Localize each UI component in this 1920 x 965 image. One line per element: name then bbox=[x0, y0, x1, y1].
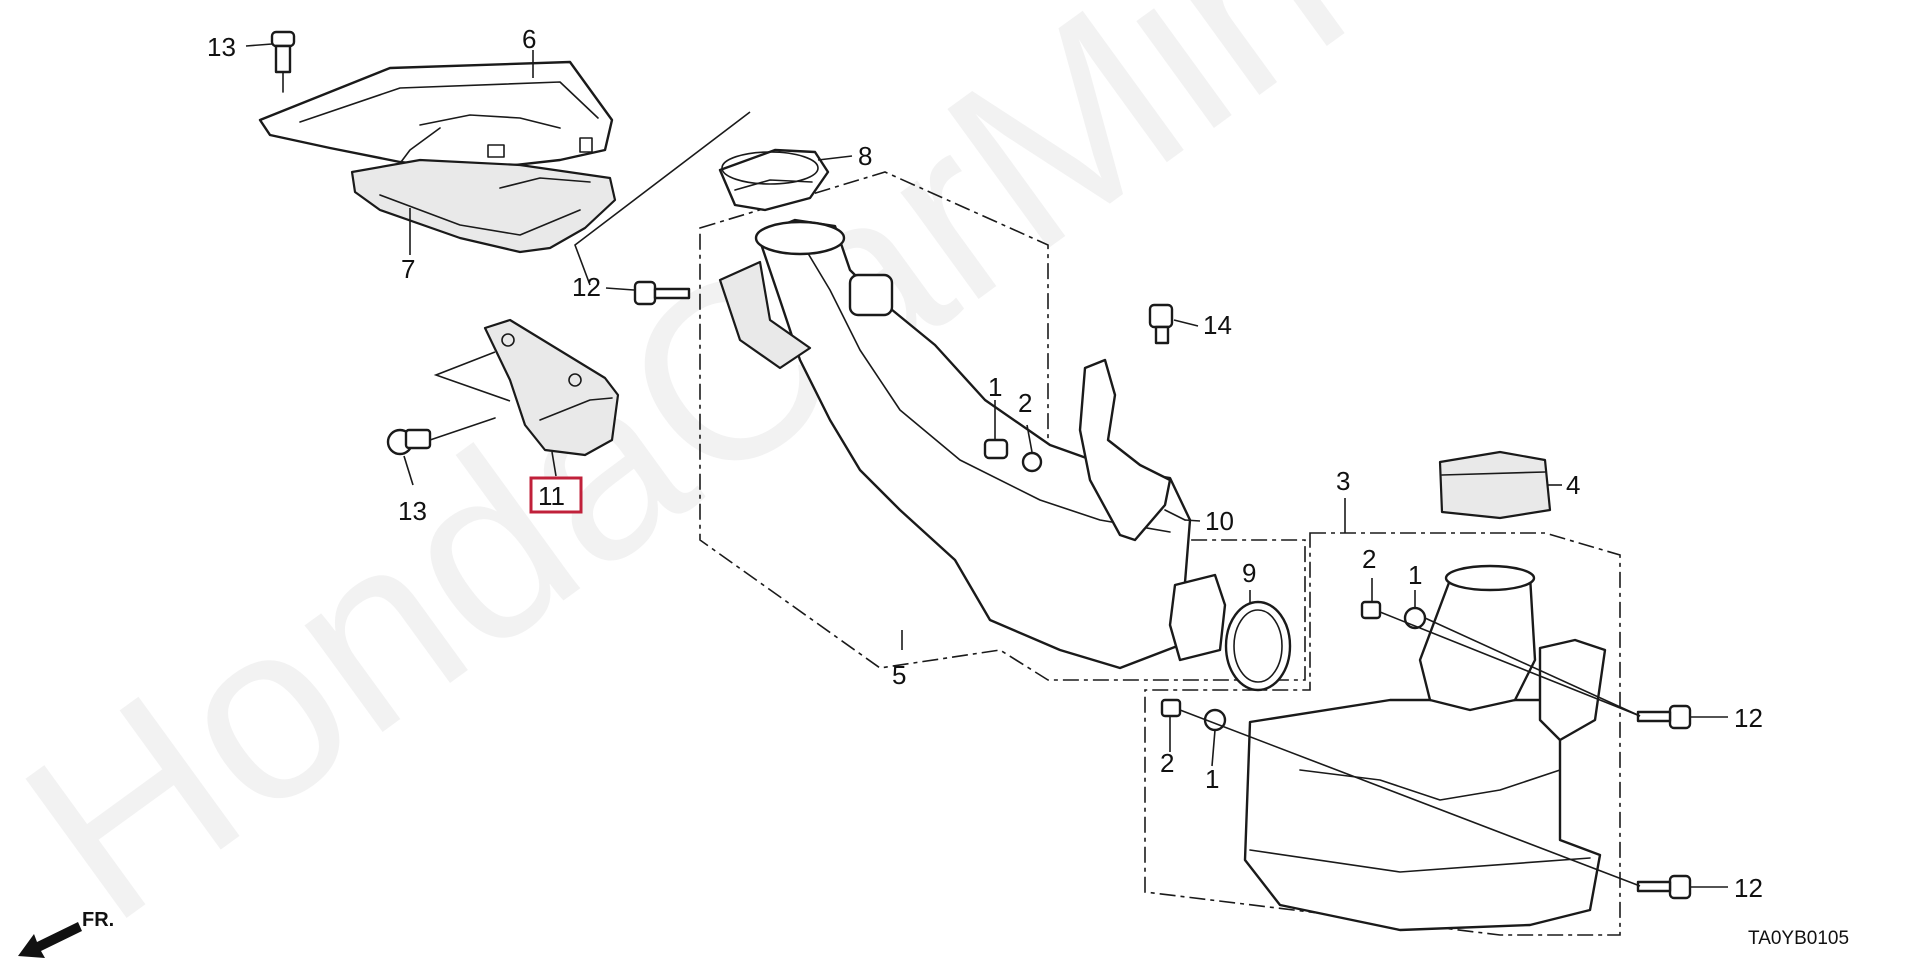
callout-10[interactable]: 10 bbox=[1205, 506, 1234, 536]
svg-text:9: 9 bbox=[1242, 558, 1256, 588]
svg-text:4: 4 bbox=[1566, 470, 1580, 500]
intake-duct-part[interactable] bbox=[718, 218, 1227, 670]
collar-case-lower-part[interactable] bbox=[1160, 698, 1182, 718]
callout-6[interactable]: 6 bbox=[522, 24, 536, 54]
svg-text:13: 13 bbox=[398, 496, 427, 526]
callout-3[interactable]: 3 bbox=[1336, 466, 1350, 496]
front-label: FR. bbox=[82, 909, 114, 931]
callout-5[interactable]: 5 bbox=[892, 660, 906, 690]
callout-9[interactable]: 9 bbox=[1242, 558, 1256, 588]
svg-text:8: 8 bbox=[858, 141, 872, 171]
svg-text:2: 2 bbox=[1362, 544, 1376, 574]
front-arrow-icon bbox=[18, 922, 82, 958]
svg-text:14: 14 bbox=[1203, 310, 1232, 340]
joint-bracket-line bbox=[574, 111, 751, 286]
bolt-12-duct-part[interactable] bbox=[633, 280, 691, 306]
callout-13-upper[interactable]: 13 bbox=[207, 32, 236, 62]
callout-12-case-upper[interactable]: 12 bbox=[1734, 703, 1763, 733]
svg-text:1: 1 bbox=[988, 372, 1002, 402]
callout-8[interactable]: 8 bbox=[858, 141, 872, 171]
svg-text:2: 2 bbox=[1160, 748, 1174, 778]
callout-12-case-lower[interactable]: 12 bbox=[1734, 873, 1763, 903]
svg-text:10: 10 bbox=[1205, 506, 1234, 536]
callout-11-highlighted[interactable]: 11 bbox=[529, 476, 583, 514]
callout-7[interactable]: 7 bbox=[401, 254, 415, 284]
svg-text:13: 13 bbox=[207, 32, 236, 62]
svg-text:2: 2 bbox=[1018, 388, 1032, 418]
svg-text:1: 1 bbox=[1408, 560, 1422, 590]
joint-band-part[interactable] bbox=[1438, 450, 1552, 520]
rubber-joint-part[interactable] bbox=[718, 148, 830, 212]
leader-lines bbox=[245, 43, 1728, 888]
callout-14[interactable]: 14 bbox=[1203, 310, 1232, 340]
svg-text:1: 1 bbox=[1205, 764, 1219, 794]
svg-text:12: 12 bbox=[1734, 703, 1763, 733]
callout-1-duct[interactable]: 1 bbox=[988, 372, 1002, 402]
callout-2-case-lower[interactable]: 2 bbox=[1160, 748, 1174, 778]
callout-12-duct[interactable]: 12 bbox=[572, 272, 601, 302]
clip-upper-part[interactable] bbox=[270, 30, 296, 93]
o-ring-part[interactable] bbox=[1224, 600, 1292, 692]
front-direction-indicator: FR. bbox=[18, 909, 114, 958]
callout-1-case-upper[interactable]: 1 bbox=[1408, 560, 1422, 590]
grommet-case-upper-part[interactable] bbox=[1403, 606, 1427, 630]
diagram-code: TA0YB0105 bbox=[1748, 928, 1849, 949]
duct-group-outline bbox=[699, 171, 1306, 681]
svg-text:12: 12 bbox=[1734, 873, 1763, 903]
bolt-14-part[interactable] bbox=[1148, 303, 1174, 345]
svg-text:6: 6 bbox=[522, 24, 536, 54]
upper-cover-part[interactable] bbox=[258, 60, 614, 172]
svg-text:12: 12 bbox=[572, 272, 601, 302]
svg-text:7: 7 bbox=[401, 254, 415, 284]
svg-text:3: 3 bbox=[1336, 466, 1350, 496]
mounting-bracket-part[interactable] bbox=[1078, 358, 1186, 542]
callout-13-lower[interactable]: 13 bbox=[398, 496, 427, 526]
shield-bracket-part[interactable] bbox=[483, 318, 620, 457]
lower-plate-part[interactable] bbox=[350, 158, 617, 254]
callout-2-case-upper[interactable]: 2 bbox=[1362, 544, 1376, 574]
grommet-duct-part[interactable] bbox=[983, 438, 1009, 460]
callout-2-duct[interactable]: 2 bbox=[1018, 388, 1032, 418]
clip-lower-part[interactable] bbox=[386, 417, 496, 456]
callout-4[interactable]: 4 bbox=[1566, 470, 1580, 500]
collar-case-upper-part[interactable] bbox=[1360, 600, 1382, 620]
svg-text:5: 5 bbox=[892, 660, 906, 690]
callout-1-case-lower[interactable]: 1 bbox=[1205, 764, 1219, 794]
bolt-12-case-upper-part[interactable] bbox=[1636, 704, 1692, 730]
svg-text:11: 11 bbox=[538, 481, 565, 511]
bolt-12-case-lower-part[interactable] bbox=[1636, 874, 1692, 900]
bracket-bolt-lines bbox=[433, 351, 511, 402]
collar-duct-part[interactable] bbox=[1021, 451, 1043, 473]
